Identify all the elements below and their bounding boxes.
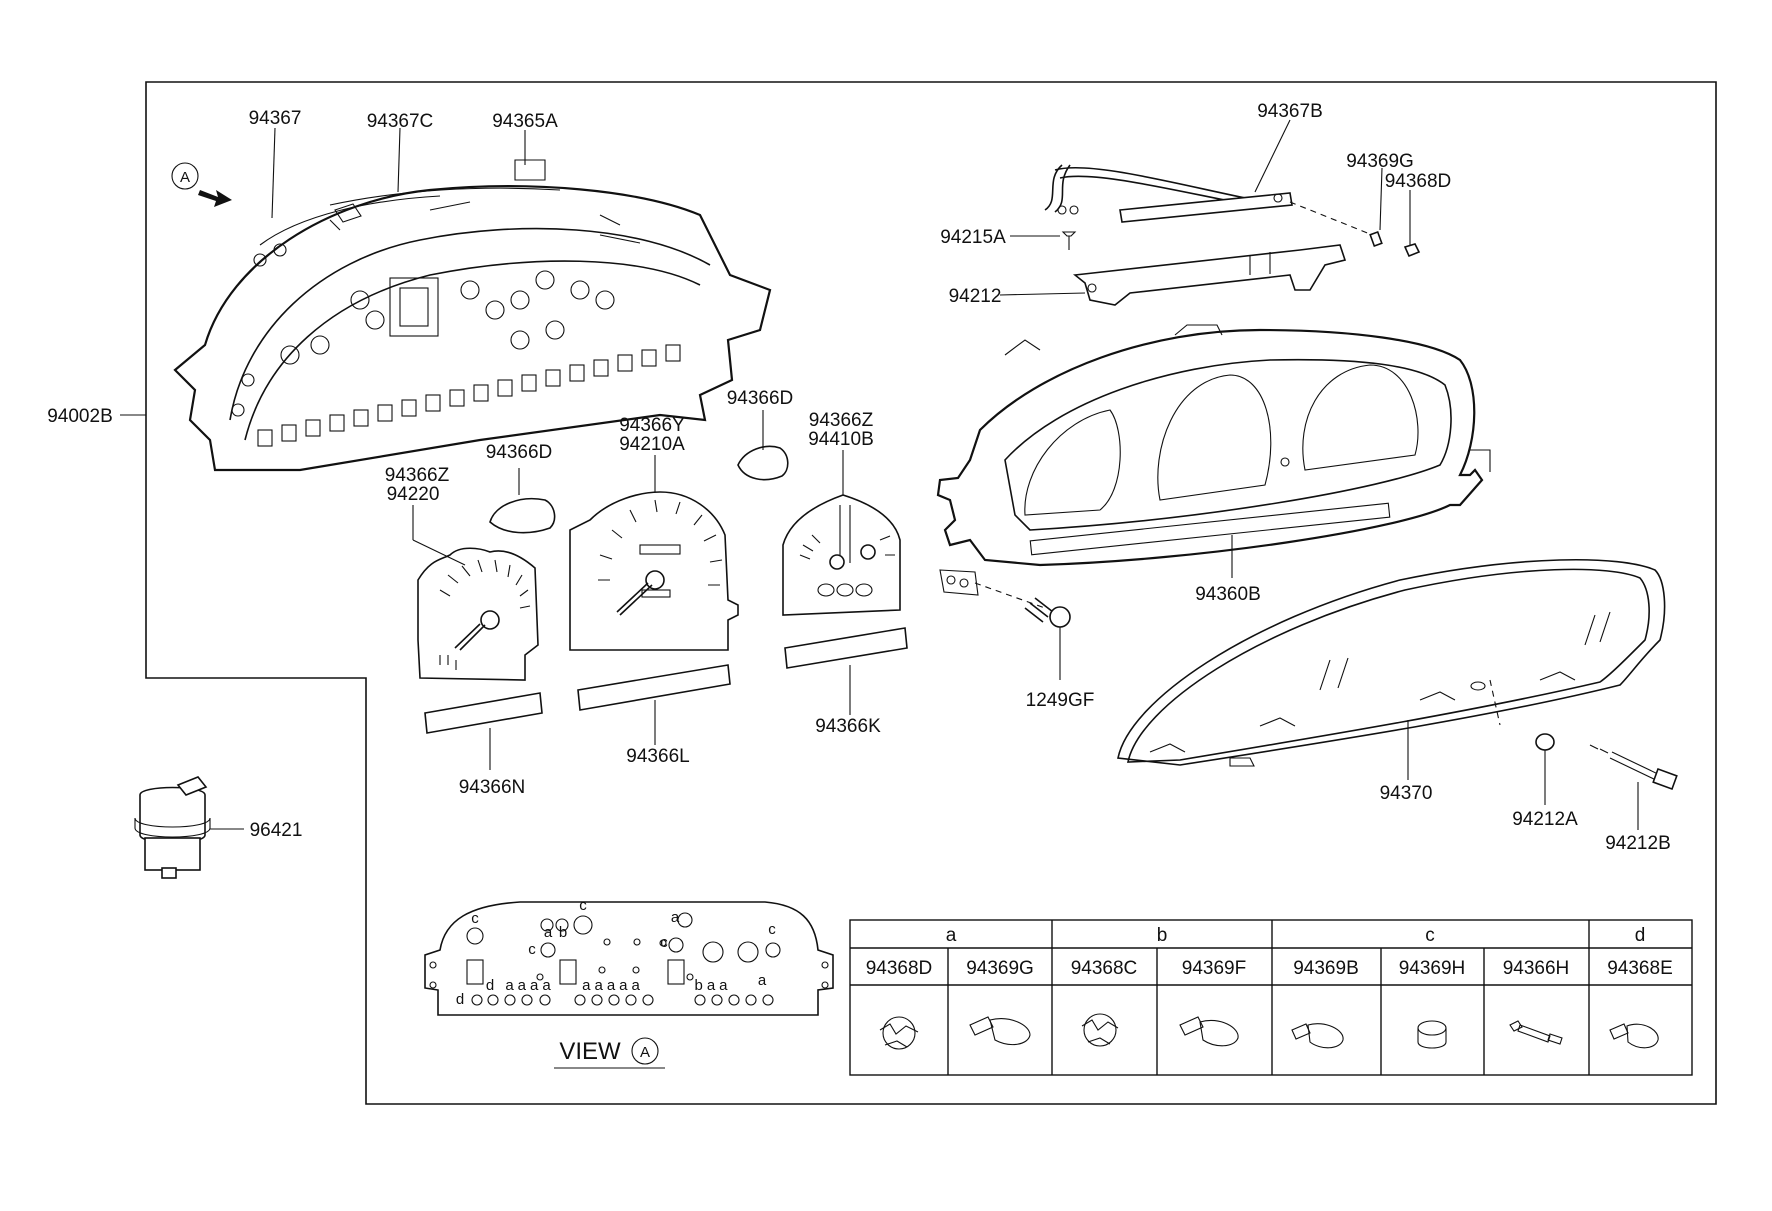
label-94370: 94370 [1380, 783, 1433, 804]
view-letter-c5: c [768, 921, 776, 938]
socket-94368C-icon [1081, 1013, 1119, 1047]
table-col-94369G: 94369G [966, 958, 1034, 979]
diagram-frame [145, 81, 1717, 1105]
table-col-94369B: 94369B [1293, 958, 1359, 979]
label-94365A: 94365A [492, 111, 558, 132]
bulb-table: a b c d 94368D 94369G 94368C 94369F 9436… [849, 919, 1693, 1076]
bulb-94369B-icon [1291, 1023, 1344, 1049]
bulb-94368E-icon [1609, 1023, 1659, 1049]
label-94220: 94220 [387, 484, 440, 505]
label-94366Z-left: 94366Z [385, 465, 450, 486]
label-94212B: 94212B [1605, 833, 1671, 854]
view-letter-row2: aaaaa [582, 977, 644, 994]
label-94360B: 94360B [1195, 584, 1261, 605]
speedometer-gauge-drawing [569, 491, 739, 651]
label-1249GF: 1249GF [1026, 690, 1095, 711]
view-a-title: VIEW [559, 1038, 621, 1065]
label-94367B: 94367B [1257, 101, 1323, 122]
printed-circuit-strips [424, 627, 908, 734]
table-group-d: d [1635, 925, 1646, 946]
cluster-housing-drawing [173, 159, 772, 472]
view-letter-row1: aaaa [505, 977, 554, 994]
view-a-bulb-map: c c a a b c c c d d aaaa aaaaa baa a VIE… [424, 897, 834, 1069]
label-94210A: 94210A [619, 434, 685, 455]
label-94366N: 94366N [459, 777, 526, 798]
label-94212A: 94212A [1512, 809, 1578, 830]
label-94367: 94367 [249, 108, 302, 129]
screw-94215A-drawing [1061, 231, 1077, 250]
fuel-temp-gauge-drawing [782, 494, 901, 616]
label-94366D-left: 94366D [486, 442, 553, 463]
bulb-cover-drawing [489, 445, 789, 534]
view-letter-d1: d [486, 977, 494, 994]
label-94212: 94212 [949, 286, 1002, 307]
socket-94368D-icon [879, 1016, 919, 1050]
label-94367C: 94367C [367, 111, 434, 132]
table-group-b: b [1157, 925, 1168, 946]
table-col-94368C: 94368C [1071, 958, 1138, 979]
label-94366Y: 94366Y [619, 415, 685, 436]
view-letter-a1: a [671, 909, 680, 926]
tachometer-gauge-drawing [417, 547, 539, 681]
label-94002B: 94002B [47, 406, 113, 427]
cluster-bezel-drawing [936, 324, 1491, 596]
wire-harness-drawing [1044, 164, 1421, 258]
table-col-94368D: 94368D [866, 958, 933, 979]
view-letter-row4: a [758, 972, 767, 989]
view-letter-row3: baa [694, 977, 731, 994]
view-letter-c4: c [660, 934, 668, 951]
table-group-a: a [946, 925, 957, 946]
view-letter-d2: d [456, 991, 464, 1008]
label-94366D-right: 94366D [727, 388, 794, 409]
label-94215A: 94215A [940, 227, 1006, 248]
table-col-94369F: 94369F [1182, 958, 1246, 979]
view-letter-c3: c [528, 941, 536, 958]
label-94369G: 94369G [1346, 151, 1414, 172]
view-letter-b1: b [559, 924, 567, 941]
table-col-94366H: 94366H [1503, 958, 1570, 979]
view-a-marker: A [171, 162, 232, 207]
view-a-title-circle [631, 1037, 659, 1065]
bulb-94366H-icon [1509, 1020, 1563, 1045]
screw-1249GF-drawing [974, 582, 1071, 628]
bulb-94369F-icon [1179, 1016, 1239, 1047]
label-94366L: 94366L [626, 746, 689, 767]
label-94366Z-right: 94366Z [809, 410, 874, 431]
cluster-glass-drawing [1117, 558, 1666, 767]
label-96421: 96421 [250, 820, 303, 841]
label-94410B: 94410B [808, 429, 874, 450]
label-94368D: 94368D [1385, 171, 1452, 192]
table-col-94368E: 94368E [1607, 958, 1673, 979]
screw-94212B-drawing [1489, 679, 1678, 791]
bracket-drawing [1072, 244, 1347, 306]
table-group-c: c [1425, 925, 1435, 946]
sensor-96421-drawing [134, 776, 211, 879]
table-col-94369H: 94369H [1399, 958, 1466, 979]
label-94366K: 94366K [815, 716, 881, 737]
view-letter-c2: c [579, 897, 587, 914]
bulb-94369G-icon [969, 1016, 1031, 1046]
view-letter-c1: c [471, 910, 479, 927]
cap-94369H-icon [1417, 1020, 1447, 1049]
view-a-title-letter: A [640, 1044, 650, 1061]
view-letter-a2: a [544, 924, 553, 941]
leader-lines [120, 119, 1639, 830]
view-a-marker-letter: A [180, 169, 190, 186]
